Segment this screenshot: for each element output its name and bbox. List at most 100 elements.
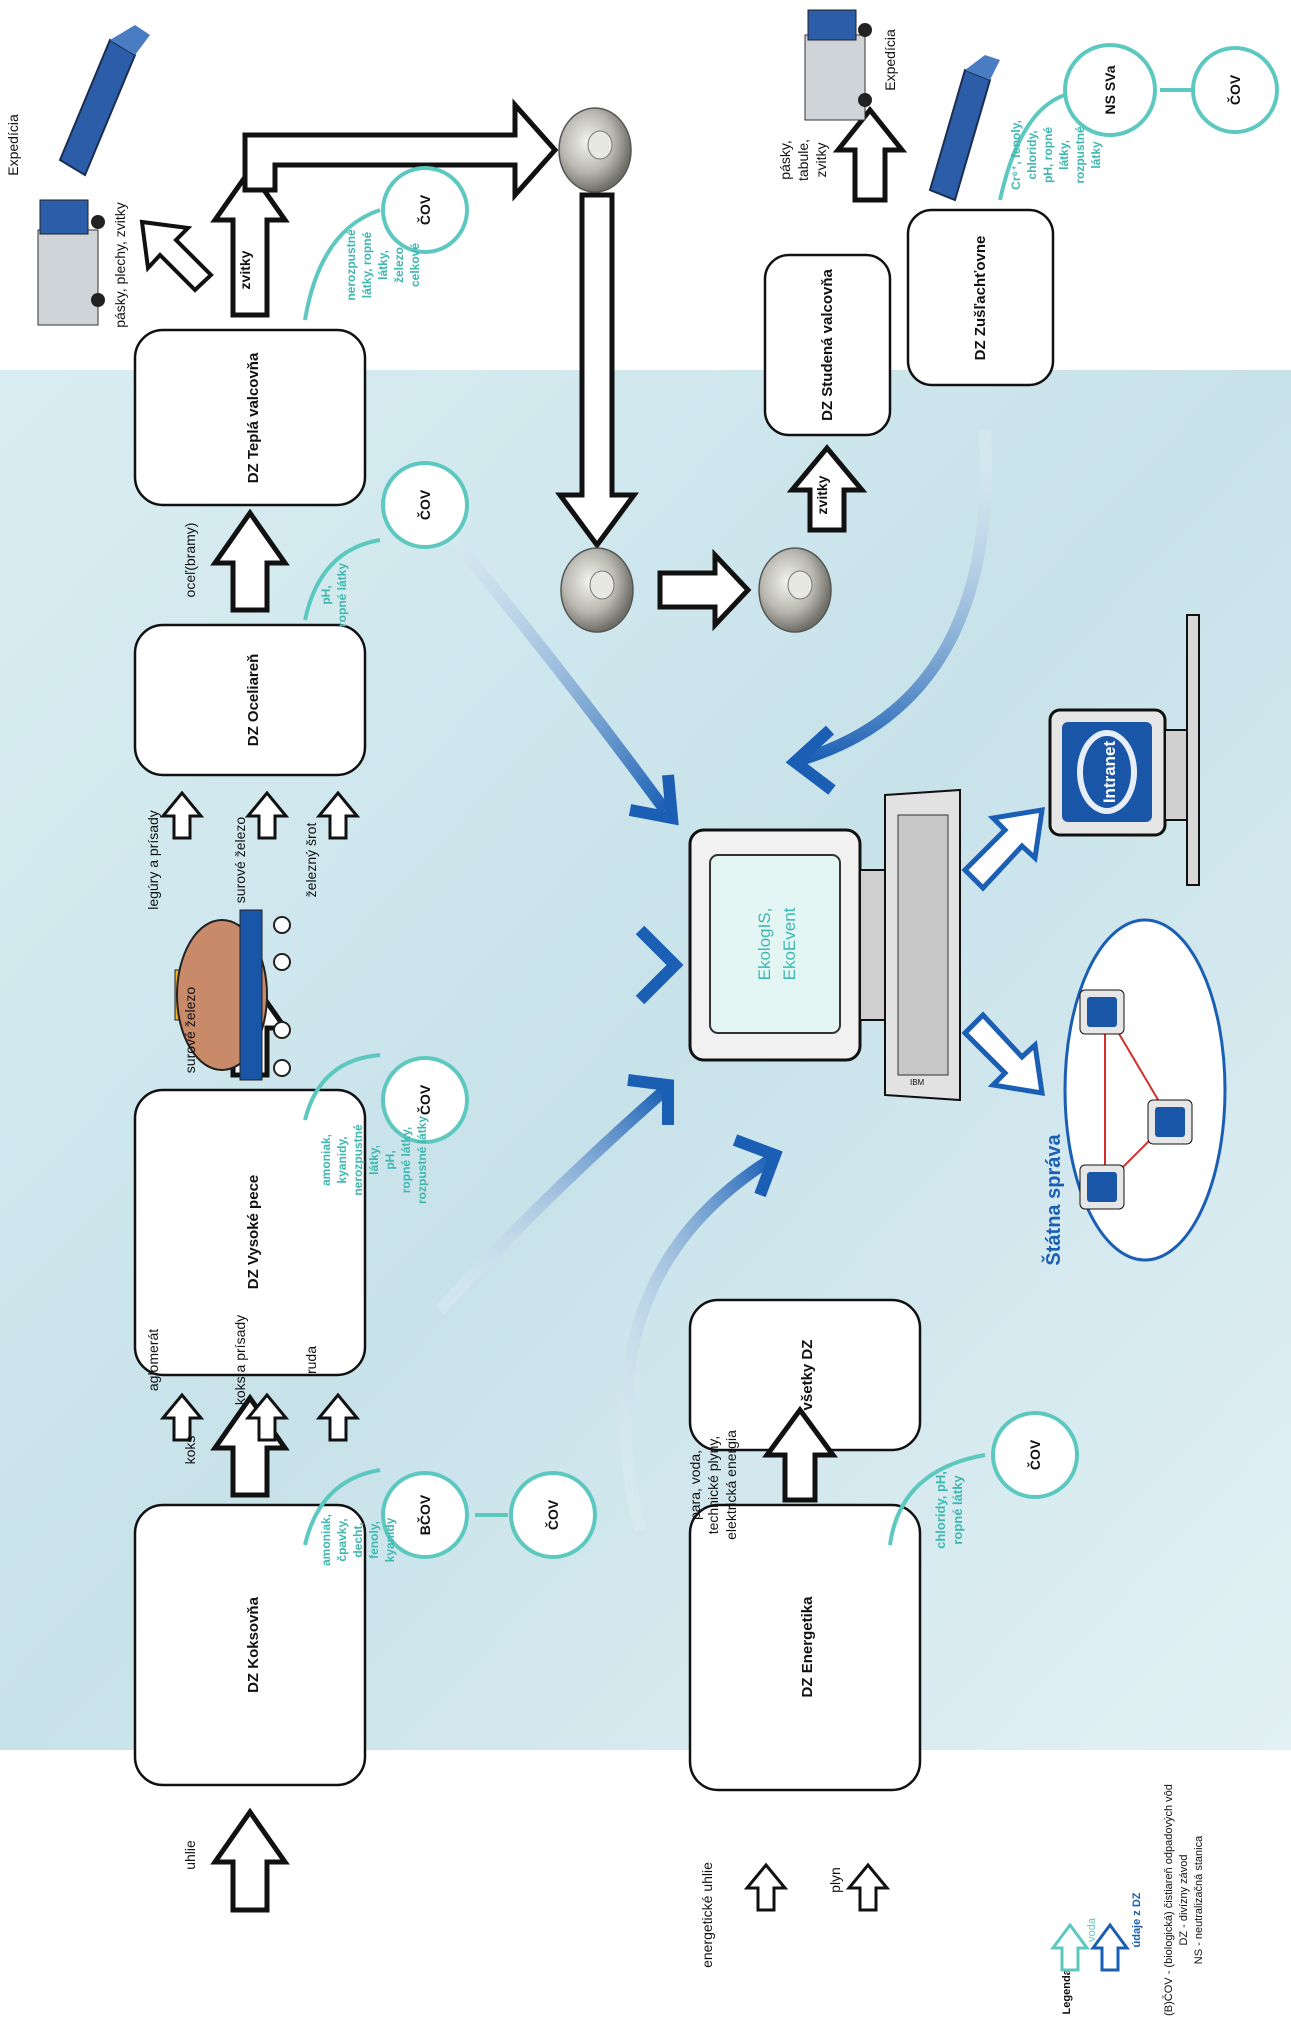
legend-voda: voda [1086,1917,1098,1942]
legend: Legenda: voda údaje z DZ (B)ČOV - (biolo… [1050,1784,1205,2016]
coil-route-arrow-down [555,192,639,550]
locomotive-icon-2 [928,55,1000,202]
flow-arrow-aglomerat [159,1392,205,1442]
water-vysoke-2: kyanidy, [335,1136,349,1183]
box-tepla-valcovna[interactable]: DZ Teplá valcovňa [133,328,367,507]
box-studena-valcovna[interactable]: DZ Studená valcovňa [763,253,892,437]
label-legury: legúry a prísady [145,810,161,910]
water-curve-ocelaren [303,538,381,621]
water-energetika-1: chloridy, pH, [933,1471,948,1549]
label-energie-3: elektrická energia [723,1430,739,1540]
flow-arrow-koks-prisady [244,1392,290,1442]
bcov-circle: BČOV [381,1471,469,1559]
label-srot: železný šrot [303,823,319,898]
flow-arrow-srot [315,790,361,840]
label-ocel: oceľ(bramy) [182,523,198,598]
flow-arrow-expedicia2 [832,105,908,203]
intranet-monitor[interactable]: Intranet [1048,614,1200,886]
keyboard-brand: IBM [910,1078,925,1087]
coil-route-arrow-right [242,98,559,202]
flow-arrow-surove-zelezo2 [244,790,290,840]
flow-arrow-energie [762,1405,838,1503]
coil-3 [758,547,832,633]
cov-label-6: ČOV [1026,1439,1043,1470]
water-vysoke-1: amoniak, [319,1134,333,1186]
truck-icon [37,199,105,326]
water-curve-energetika [888,1453,986,1546]
legend-udaje: údaje z DZ [1131,1892,1143,1947]
label-expedicia: Expedícia [5,114,21,176]
tepla-valcovna-label: DZ Teplá valcovňa [245,352,262,483]
label-zvitky: zvitky [237,250,253,289]
label-uhlie: uhlie [182,1840,198,1870]
cov-circle-zuslachtovne: ČOV [1191,46,1279,134]
torpedo-ladle-icon [174,909,291,1081]
legend-note-1: (B)ČOV - (biologická) čistiareň odpadový… [1162,1784,1175,2016]
flow-arrow-expedicia [139,219,214,293]
water-ocelaren-2: ropné látky [335,563,349,627]
water-curve-zuslachtovne [998,93,1066,201]
intranet-label: Intranet [1100,740,1119,803]
water-zusl-1: Cr⁶⁺, fenoly, [1009,120,1023,190]
water-vysoke-7: rozpustné látky [415,1116,429,1204]
truck-icon-2 [804,9,872,121]
data-arrowhead-2 [635,925,684,1005]
flow-arrow-zvitky [210,165,290,318]
nssva-circle: NS SVa [1063,43,1157,137]
output-arrow-statna-sprava [961,1011,1045,1097]
data-arrowhead-4 [732,1134,783,1198]
cov-label-5: ČOV [1226,74,1243,105]
pc-icon-1 [1079,989,1125,1035]
label-aglomerat: aglomerát [145,1329,161,1391]
central-computer[interactable]: EkologIS, EkoEvent [688,828,886,1062]
coil-1 [558,107,632,193]
label-energeticke-uhlie: energetické uhlie [699,1862,715,1968]
label-surove-zelezo: surové železo [182,987,198,1074]
statna-sprava-label: Štátna správa [1041,1134,1065,1266]
box-ocelaren[interactable]: DZ Oceliareň [133,623,367,777]
zuslachtovne-label: DZ Zušľachťovne [972,236,989,361]
data-stream-energetika [619,1154,774,1532]
monitor-line-1: EkologIS, [755,908,774,981]
box-zuslachtovne[interactable]: DZ Zušľachťovne [906,208,1055,387]
label-energie-2: technické plyny, [705,1436,721,1535]
box-energetika[interactable]: DZ Energetika [688,1503,922,1792]
ocelaren-label: DZ Oceliareň [245,654,262,747]
legend-water-arrow [1050,1922,1090,1972]
water-vysoke-5: pH, [383,1150,397,1169]
pc-icon-2 [1147,1099,1193,1145]
output-arrow-intranet [961,806,1045,892]
legend-title: Legenda: [1061,1966,1073,2015]
monitor-line-2: EkoEvent [780,907,799,980]
flow-arrow-legury [159,790,205,840]
keyboard[interactable]: IBM [884,788,961,1102]
flow-arrow-ruda [315,1392,361,1442]
water-zusl-3: pH, ropné [1041,127,1055,183]
water-curve-tepla [303,208,381,321]
label-koks: koks [182,1436,198,1465]
box-koksovna[interactable]: DZ Koksovňa [133,1503,367,1787]
studena-valcovna-label: DZ Studená valcovňa [819,268,836,420]
water-vysoke-4: látky, [367,1145,381,1175]
koksovna-label: DZ Koksovňa [245,1596,262,1693]
cov-circle-ocelaren: ČOV [381,461,469,549]
label-ruda: ruda [303,1346,319,1374]
water-koksovna-3: decht, [351,1522,365,1557]
water-vysoke-6: ropné látky, [399,1127,413,1193]
statna-sprava-network[interactable] [1063,918,1227,1262]
water-energetika-2: ropné látky [950,1475,965,1545]
data-arrowhead-1 [628,774,679,826]
legend-note-2: DZ - divízny závod [1178,1854,1190,1945]
water-koksovna-5: kyanidy [383,1517,397,1562]
box-vysoke-pece[interactable]: DZ Vysoké pece [133,1088,367,1377]
water-tepla-2: látky, ropné [360,231,374,298]
water-koksovna-4: fenoly, [367,1521,381,1559]
nssva-label: NS SVa [1102,65,1118,114]
legend-note-3: NS - neutralizačná stanica [1193,1835,1205,1964]
label-expedicia2: Expedícia [882,29,898,91]
label-energie-1: para, voda, [687,1450,703,1520]
water-ocelaren-1: pH, [319,585,333,604]
flow-arrow-plyn [845,1862,891,1912]
water-curve-vysoke [303,1053,381,1121]
